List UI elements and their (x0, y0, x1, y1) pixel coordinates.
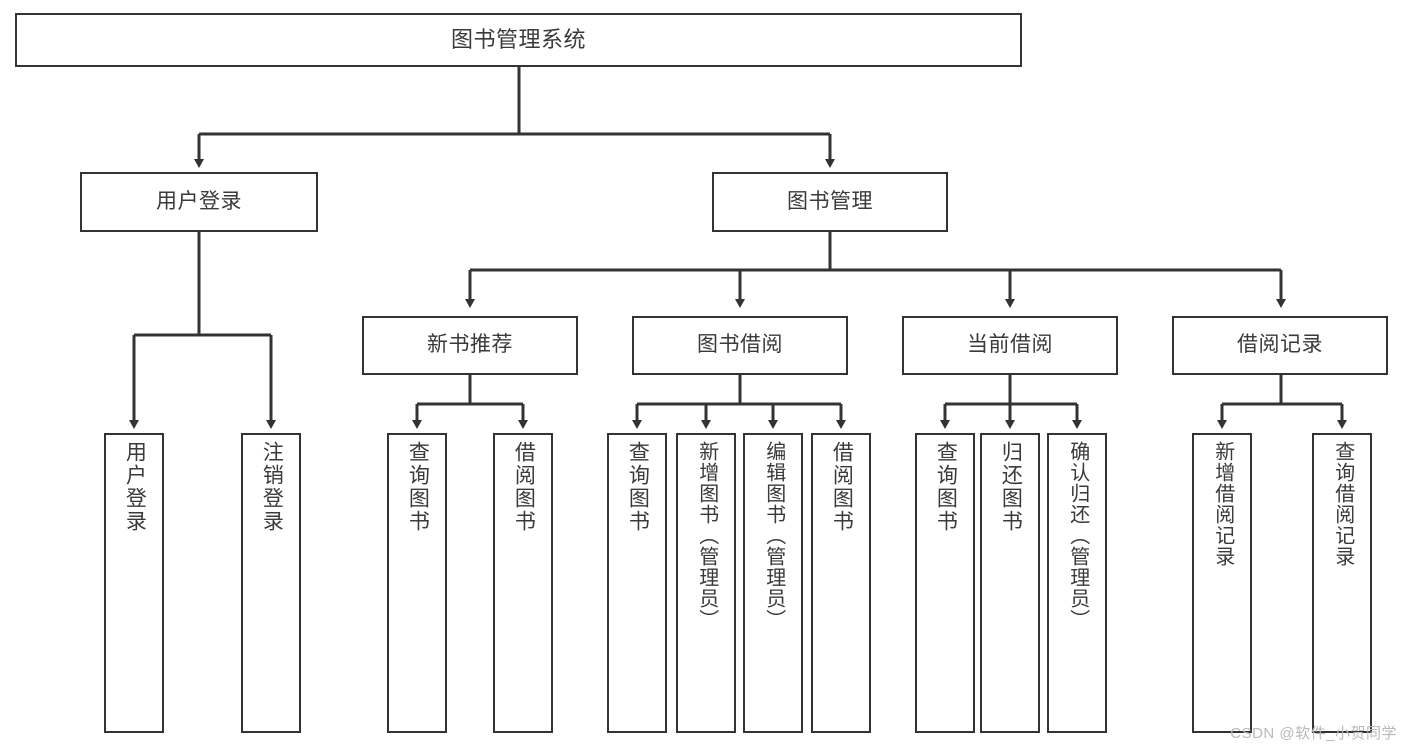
edges-book-borrow (632, 375, 846, 429)
node-leaf-query-book-2[interactable]: 查询图书 (607, 433, 667, 733)
node-leaf-query-book-3[interactable]: 查询图书 (915, 433, 975, 733)
node-current-borrow[interactable]: 当前借阅 (902, 316, 1118, 375)
node-user-login[interactable]: 用户登录 (80, 172, 318, 232)
node-book-borrow-label: 图书借阅 (697, 333, 783, 357)
node-leaf-return-book[interactable]: 归还图书 (980, 433, 1040, 733)
node-leaf-add-record-label: 新增借阅记录 (1211, 441, 1234, 567)
node-leaf-add-record[interactable]: 新增借阅记录 (1192, 433, 1252, 733)
node-leaf-borrow-book-2[interactable]: 借阅图书 (811, 433, 871, 733)
edges-book-management (465, 232, 1286, 308)
node-borrow-record-label: 借阅记录 (1237, 333, 1323, 357)
node-leaf-add-book[interactable]: 新增图书（管理员） (676, 433, 736, 733)
edges-new-book-recommend (412, 375, 528, 429)
node-leaf-confirm-return-label: 确认归还（管理员） (1066, 441, 1089, 630)
edges-borrow-record (1217, 375, 1347, 429)
edges-current-borrow (940, 375, 1082, 429)
node-leaf-return-book-label: 归还图书 (999, 441, 1023, 533)
node-leaf-borrow-book-1[interactable]: 借阅图书 (493, 433, 553, 733)
edges-user-login (129, 232, 276, 429)
node-new-book-recommend-label: 新书推荐 (427, 333, 513, 357)
node-root-label: 图书管理系统 (450, 27, 586, 53)
node-leaf-query-book-3-label: 查询图书 (934, 441, 958, 533)
node-leaf-user-login-label: 用户登录 (123, 441, 147, 533)
node-leaf-query-record[interactable]: 查询借阅记录 (1312, 433, 1372, 733)
node-leaf-borrow-book-1-label: 借阅图书 (512, 441, 536, 533)
node-leaf-borrow-book-2-label: 借阅图书 (830, 441, 854, 533)
node-book-borrow[interactable]: 图书借阅 (632, 316, 848, 375)
node-leaf-add-book-label: 新增图书（管理员） (695, 441, 718, 630)
node-leaf-confirm-return[interactable]: 确认归还（管理员） (1047, 433, 1107, 733)
edges-root (194, 67, 835, 168)
node-borrow-record[interactable]: 借阅记录 (1172, 316, 1388, 375)
node-leaf-query-book-1[interactable]: 查询图书 (387, 433, 447, 733)
node-leaf-logout-login[interactable]: 注销登录 (241, 433, 301, 733)
node-user-login-label: 用户登录 (156, 189, 242, 213)
node-leaf-user-login[interactable]: 用户登录 (104, 433, 164, 733)
watermark: CSDN @软件_小贺同学 (1230, 725, 1397, 742)
node-leaf-edit-book[interactable]: 编辑图书（管理员） (743, 433, 803, 733)
node-current-borrow-label: 当前借阅 (967, 333, 1053, 357)
node-book-management[interactable]: 图书管理 (712, 172, 948, 232)
node-new-book-recommend[interactable]: 新书推荐 (362, 316, 578, 375)
node-root[interactable]: 图书管理系统 (15, 13, 1022, 67)
node-leaf-query-book-2-label: 查询图书 (626, 441, 650, 533)
node-leaf-query-book-1-label: 查询图书 (406, 441, 430, 533)
node-leaf-query-record-label: 查询借阅记录 (1331, 441, 1354, 567)
node-leaf-edit-book-label: 编辑图书（管理员） (762, 441, 785, 630)
node-book-management-label: 图书管理 (787, 189, 873, 213)
node-leaf-logout-login-label: 注销登录 (260, 441, 284, 533)
